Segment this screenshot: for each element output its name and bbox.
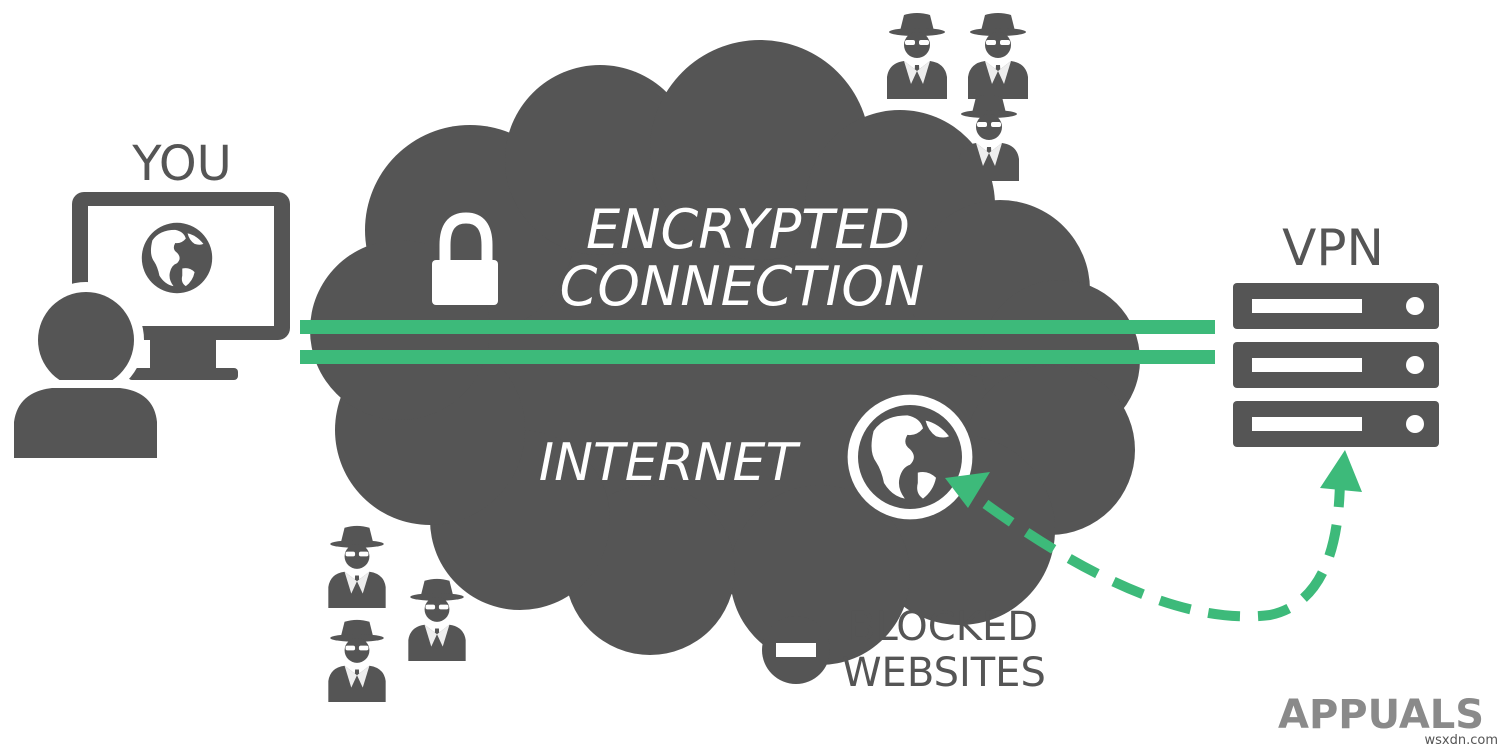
server-unit	[1233, 401, 1439, 447]
server-unit	[1233, 342, 1439, 388]
padlock-icon	[432, 212, 498, 305]
server-unit	[1233, 283, 1439, 329]
encrypted-tunnel	[300, 320, 1215, 364]
spy-icon	[968, 13, 1028, 99]
arrowhead-icon	[945, 472, 990, 508]
screen-globe-icon	[134, 215, 220, 301]
vpn-route-arrow	[945, 450, 1362, 622]
encrypted-label-line2: CONNECTION	[560, 255, 925, 318]
spy-icon	[408, 578, 466, 661]
no-entry-icon	[762, 616, 830, 684]
arrowhead-icon	[1320, 450, 1362, 492]
spy-icon	[959, 95, 1019, 181]
server-rack-icon	[1233, 283, 1439, 447]
appuals-watermark: APPUALS	[1278, 692, 1484, 738]
source-watermark: wsxdn.com	[1425, 733, 1499, 748]
spy-icon	[328, 525, 386, 608]
tunnel-line-top	[300, 320, 1215, 334]
user-silhouette-icon	[6, 282, 165, 462]
spy-icon	[887, 13, 947, 99]
vpn-label: VPN	[1282, 219, 1384, 277]
spy-icon	[328, 619, 386, 702]
you-label: YOU	[131, 136, 232, 192]
encrypted-label-line1: ENCRYPTED	[586, 198, 910, 261]
internet-label: INTERNET	[539, 433, 802, 493]
blocked-label-line2: WEBSITES	[842, 650, 1046, 696]
internet-globe-icon	[847, 394, 973, 520]
tunnel-line-bottom	[300, 350, 1215, 364]
blocked-label-line1: BLOCKED	[848, 604, 1038, 650]
